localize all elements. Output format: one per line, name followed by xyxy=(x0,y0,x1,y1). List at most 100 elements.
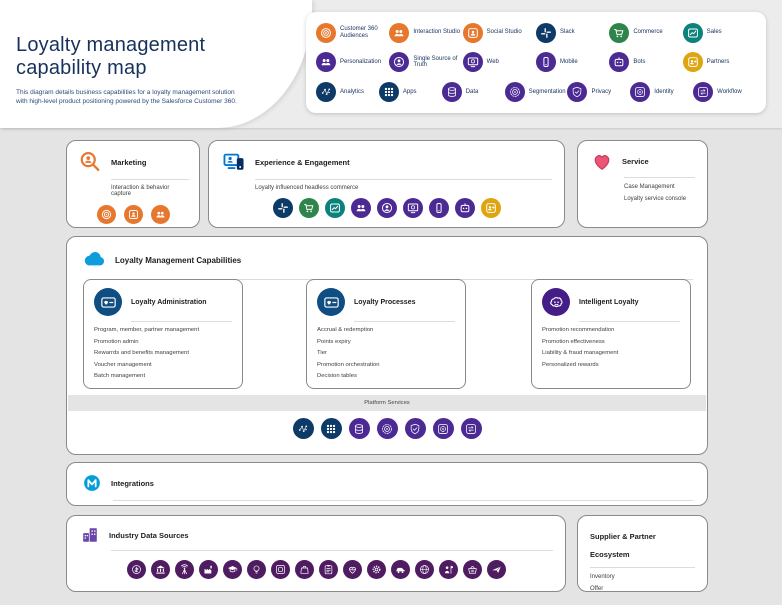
industry-title: Industry Data Sources xyxy=(109,530,189,540)
public-sector-icon xyxy=(438,560,458,579)
legend-item-label: Analytics xyxy=(340,88,365,95)
capabilities-panel: Loyalty Management Capabilities Loyalty … xyxy=(66,236,708,455)
consumer-goods-icon xyxy=(462,560,482,579)
partners-icon xyxy=(682,52,703,73)
divider xyxy=(113,500,693,501)
mobile-icon xyxy=(535,52,556,73)
segmentation-icon xyxy=(376,418,398,439)
workflow-icon xyxy=(460,418,482,439)
legend-item-data: Data xyxy=(441,82,505,103)
legend-item-workflow: Workflow xyxy=(693,82,756,103)
personalization-icon xyxy=(350,198,371,218)
marketing-title: Marketing xyxy=(111,157,147,167)
list-item: Points expiry xyxy=(317,338,351,345)
slack-icon xyxy=(535,22,556,43)
divider xyxy=(255,179,552,180)
legend-item-label: Apps xyxy=(402,88,417,95)
personalization-icon xyxy=(316,52,336,73)
bots-icon xyxy=(609,52,630,73)
marketing-description: Interaction & behavior capture xyxy=(111,185,170,197)
legend-item-label: Web xyxy=(486,59,499,66)
legend-item-identity: Identity xyxy=(630,82,693,103)
intelligent-loyalty-box: Intelligent Loyalty Promotion recommenda… xyxy=(531,279,691,389)
single-source-of-truth-icon xyxy=(389,52,410,73)
analytics-icon xyxy=(316,82,336,103)
apps-icon xyxy=(378,82,399,103)
list-item: Batch management xyxy=(94,373,146,379)
web-icon xyxy=(462,52,483,73)
loyalty-card-icon xyxy=(317,288,345,317)
integrations-panel: Integrations xyxy=(66,462,708,506)
heart-icon xyxy=(590,149,614,173)
einstein-icon xyxy=(542,288,570,317)
automotive-icon xyxy=(390,560,410,579)
finance-coin-icon xyxy=(126,560,146,579)
global-network-icon xyxy=(414,560,434,579)
list-item: Promotion orchestration xyxy=(317,361,380,368)
legend-item-label: Slack xyxy=(559,29,575,36)
legend-item-label: Sales xyxy=(706,29,722,36)
kiosk-icon xyxy=(221,149,247,175)
legend-item-privacy: Privacy xyxy=(567,82,630,103)
list-item: Liability & fraud management xyxy=(542,350,619,356)
media-icon xyxy=(270,560,290,579)
list-item: Personalized rewards xyxy=(542,361,599,368)
energy-utilities-icon xyxy=(246,560,266,579)
single-source-of-truth-icon xyxy=(376,198,397,218)
legend-item-label: Bots xyxy=(633,59,646,66)
legend-item-label: Social Studio xyxy=(486,29,522,36)
loyalty-processes-title: Loyalty Processes xyxy=(354,298,416,306)
integrations-title: Integrations xyxy=(111,478,154,488)
list-item: Tier xyxy=(317,350,327,356)
service-title: Service xyxy=(622,156,649,166)
slack-icon xyxy=(272,198,293,218)
legend-item-label: Data xyxy=(465,88,479,95)
social-studio-icon xyxy=(462,22,483,43)
loyalty-administration-box: Loyalty Administration Program, member, … xyxy=(83,279,243,389)
privacy-icon xyxy=(567,82,588,103)
legend-item-label: Personalization xyxy=(340,59,382,66)
list-item: Promotion effectiveness xyxy=(542,338,605,345)
industry-data-sources-panel: Industry Data Sources xyxy=(66,515,566,592)
supplier-title: Supplier & Partner Ecosystem xyxy=(590,532,656,559)
divider xyxy=(590,567,695,568)
loyalty-card-icon xyxy=(317,288,345,316)
interaction-studio-icon xyxy=(150,205,170,224)
header-blob xyxy=(0,0,312,128)
analytics-icon xyxy=(292,418,314,439)
healthcare-icon xyxy=(342,560,362,579)
legend-item-mobile: Mobile xyxy=(535,52,609,73)
legend-item-label: Segmentation xyxy=(528,88,566,95)
legend-item-single-source-of-truth: Single Source of Truth xyxy=(389,52,462,73)
marketing-panel: Marketing Interaction & behavior capture xyxy=(66,140,200,228)
intelligent-loyalty-title: Intelligent Loyalty xyxy=(579,298,639,306)
privacy-icon xyxy=(404,418,426,439)
platform-services-icons xyxy=(67,418,707,439)
legend-item-label: Partners xyxy=(706,59,730,66)
loyalty-card-icon xyxy=(94,288,122,316)
loyalty-administration-title: Loyalty Administration xyxy=(131,298,207,306)
list-item: Accrual & redemption xyxy=(317,327,374,333)
banking-icon xyxy=(150,560,170,579)
legend-item-label: Interaction Studio xyxy=(413,29,461,36)
web-icon xyxy=(402,198,423,218)
mulesoft-icon xyxy=(81,472,103,494)
partners-icon xyxy=(480,198,501,218)
experience-title: Experience & Engagement xyxy=(255,157,350,167)
experience-icons xyxy=(221,198,552,218)
list-item: Rewarrds and benefits management xyxy=(94,350,189,356)
sales-icon xyxy=(682,22,703,43)
legend-item-bots: Bots xyxy=(609,52,682,73)
legend-item-label: Commerce xyxy=(633,29,663,36)
bots-icon xyxy=(454,198,475,218)
data-icon xyxy=(441,82,462,103)
